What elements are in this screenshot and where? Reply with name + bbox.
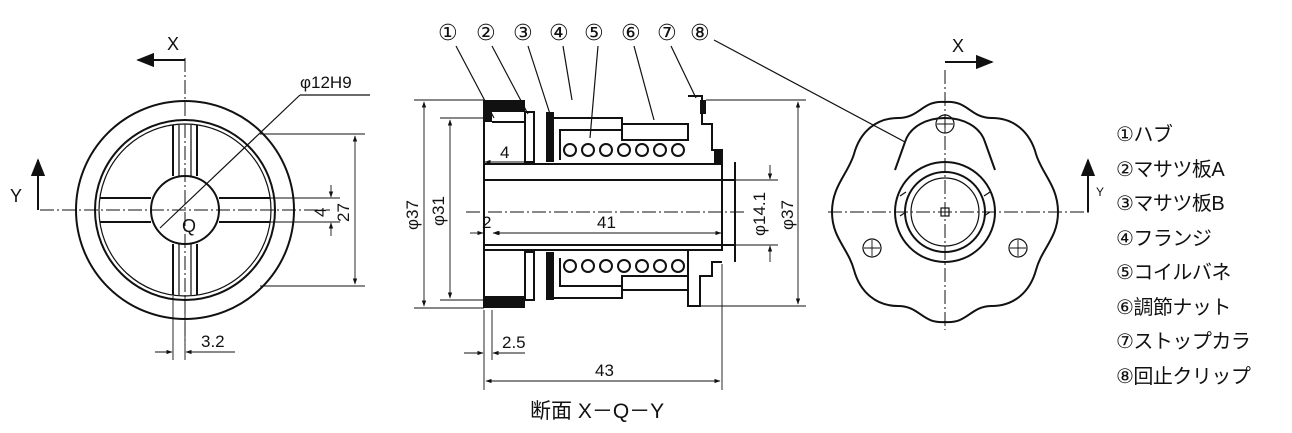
hub-flange-top <box>484 100 525 122</box>
vertical-slots <box>172 125 198 295</box>
stop-collar-bottom <box>687 250 722 307</box>
height-extension-lines <box>260 133 365 287</box>
slot-extension-lines <box>270 197 340 223</box>
offset-extension-lines <box>172 296 186 360</box>
side-axis-y: Y <box>1096 185 1104 199</box>
legend-item-flange: ④フランジ <box>1116 227 1212 250</box>
callout-7: ⑦ <box>657 20 677 45</box>
section-dim-hub-step: 4 <box>500 143 509 162</box>
bore-leader <box>159 94 301 229</box>
friction-plate-b-top <box>546 112 554 162</box>
front-dim-bore: φ12H9 <box>300 73 352 92</box>
friction-plate-a-top <box>524 111 535 163</box>
front-view: X Y Q φ12H9 27 4 3.2 <box>10 34 370 360</box>
adjusting-nut-bottom <box>621 275 689 291</box>
right-hole-cross <box>1010 240 1026 256</box>
legend-item-stop-collar: ⑦ストップカラ <box>1116 331 1251 353</box>
legend-item-retaining-clip: ⑧回止クリップ <box>1116 365 1251 388</box>
callout-6: ⑥ <box>621 20 641 45</box>
side-view: X Y <box>828 36 1104 330</box>
section-dim-shaft: φ14.1 <box>750 192 769 236</box>
section-dim-plate: 2.5 <box>502 333 526 352</box>
left-hole-cross <box>864 240 880 256</box>
parts-legend: ①ハブ ②マサツ板A ③マサツ板B ④フランジ ⑤コイルバネ ⑥調節ナット ⑦ス… <box>1116 118 1291 394</box>
front-axis-y: Y <box>10 186 22 206</box>
hub-steps <box>484 163 525 251</box>
callout-1: ① <box>438 20 458 45</box>
legend-item-adjusting-nut: ⑥調節ナット <box>1116 296 1231 319</box>
section-view: ① ② ③ ④ ⑤ ⑥ ⑦ ⑧ φ37 φ31 4 <box>403 20 906 423</box>
left-hole <box>862 238 882 258</box>
right-hole <box>1008 238 1028 258</box>
section-dim-flange: φ31 <box>429 196 448 226</box>
side-axis-x: X <box>952 36 964 56</box>
coil-spring-bottom <box>563 259 685 273</box>
front-center-label: Q <box>182 216 196 236</box>
section-right-extension-lines <box>700 99 806 307</box>
front-dim-height: 27 <box>334 203 353 222</box>
callout-4: ④ <box>549 20 569 45</box>
front-dim-offset: 3.2 <box>201 332 225 351</box>
horizontal-slots <box>100 197 270 223</box>
retaining-clip-outline <box>894 117 996 171</box>
section-dashes <box>899 191 991 217</box>
front-dim-slot: 4 <box>311 208 330 217</box>
section-left-extension-lines <box>414 99 492 309</box>
adjusting-nut-top <box>621 123 689 141</box>
section-dim-gap: 2 <box>482 213 491 232</box>
slot-inner-lines <box>178 125 192 295</box>
section-caption: 断面 X－Q－Y <box>530 400 664 423</box>
front-axis-x: X <box>167 34 179 54</box>
section-dim-total: 43 <box>595 361 614 380</box>
plate-extension-lines <box>483 310 493 390</box>
section-dim-outer-right: φ37 <box>778 200 797 230</box>
coil-spring-top <box>563 143 685 157</box>
clip-tip <box>714 150 722 164</box>
friction-plate-b-bottom <box>546 252 554 300</box>
callout-2: ② <box>476 20 496 45</box>
legend-item-coil-spring: ⑤コイルバネ <box>1116 262 1231 284</box>
retaining-clip <box>700 100 706 114</box>
section-dim-outer-left: φ37 <box>403 200 422 230</box>
legend-item-friction-plate-b: ③マサツ板B <box>1116 193 1225 215</box>
hub-flange-bottom <box>484 296 525 308</box>
callout-leaders <box>455 39 906 143</box>
friction-plate-a-bottom <box>524 251 535 301</box>
callout-5: ⑤ <box>584 20 604 45</box>
legend-item-friction-plate-a: ②マサツ板A <box>1116 158 1225 181</box>
callout-3: ③ <box>513 20 533 45</box>
callout-8: ⑧ <box>690 20 710 45</box>
legend-item-hub: ①ハブ <box>1116 124 1173 146</box>
callouts: ① ② ③ ④ ⑤ ⑥ ⑦ ⑧ <box>438 20 710 45</box>
section-dim-length-inner: 41 <box>597 213 616 232</box>
